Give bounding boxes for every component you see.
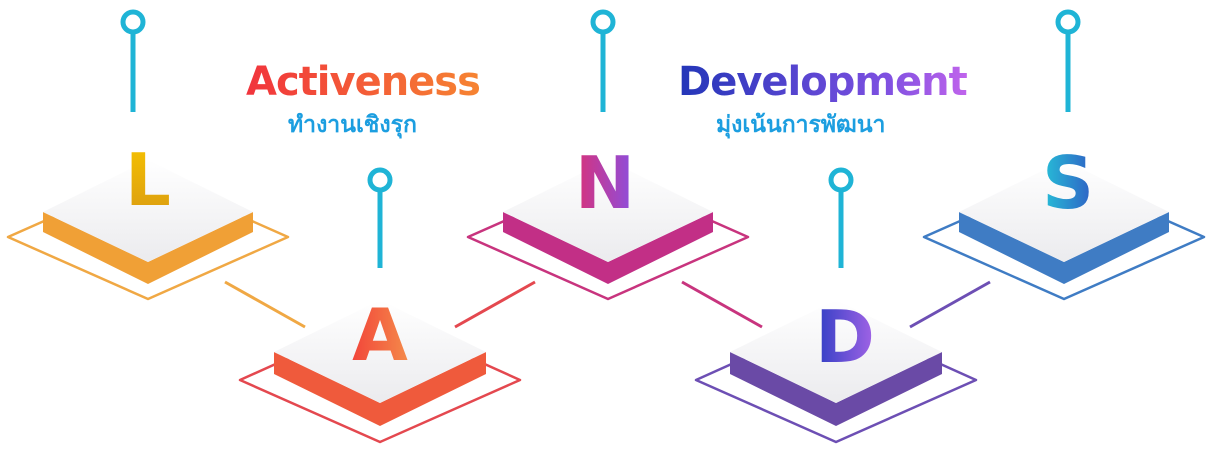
activeness-title: Activeness: [246, 59, 481, 105]
development-subtitle: มุ่งเน้นการพัฒนา: [716, 112, 886, 138]
tile-letter-l: L: [125, 138, 171, 222]
tile-top: [959, 160, 1169, 262]
tile-a: A: [238, 167, 522, 444]
tile-side: [503, 212, 713, 284]
tile-letter-a: A: [352, 293, 408, 377]
tile-top: [274, 300, 486, 403]
tile-side: [730, 352, 942, 426]
pin-head: [590, 9, 616, 35]
tile-top: [503, 160, 713, 262]
connector-l-a: [224, 280, 306, 329]
pin-head: [828, 167, 854, 193]
pin-head: [367, 167, 393, 193]
connector-d-s: [909, 280, 991, 329]
activeness-subtitle: ทำงานเชิงรุก: [288, 112, 417, 138]
pin-head: [1055, 9, 1081, 35]
connectors: [224, 280, 991, 329]
connector-a-n: [454, 280, 536, 329]
development-title: Development: [678, 59, 968, 105]
tile-side: [959, 212, 1169, 284]
tile-letter-n: N: [575, 141, 635, 225]
tile-letter-s: S: [1042, 141, 1094, 225]
tile-n: N: [466, 9, 750, 301]
tile-s: S: [922, 9, 1206, 301]
tile-letter-d: D: [815, 295, 875, 379]
tile-top: [43, 160, 253, 262]
tile-side: [43, 212, 253, 284]
connector-n-d: [681, 280, 763, 329]
tile-l: L: [6, 9, 290, 301]
tile-d: D: [694, 167, 978, 444]
tile-top: [730, 300, 942, 403]
tile-side: [274, 352, 486, 426]
pin-head: [120, 9, 146, 35]
